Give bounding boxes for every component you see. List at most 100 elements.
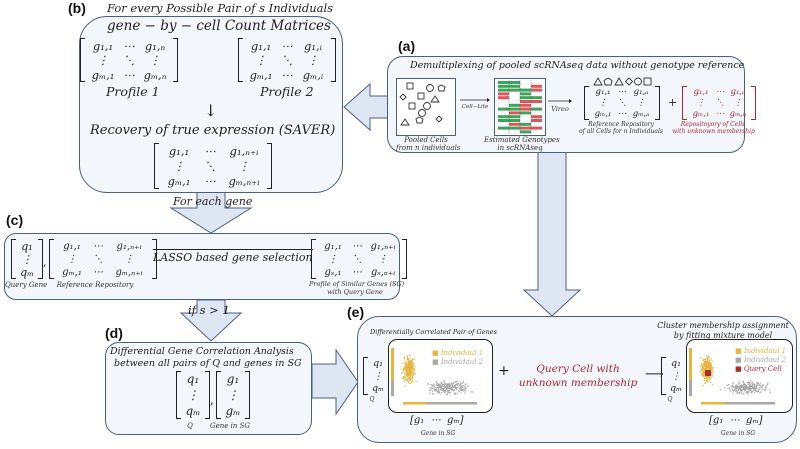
gene-in-sg-caption-left: Gene in SG xyxy=(420,430,456,437)
scatter-point-individual2 xyxy=(445,385,447,388)
gene-in-sg-caption-d: Gene in SG xyxy=(210,422,250,430)
scatter-point-individual2 xyxy=(464,383,467,386)
comma-d: , xyxy=(210,393,214,407)
scatter-point-individual2 xyxy=(459,384,461,386)
scatter-point-individual1 xyxy=(708,365,710,368)
scatter-point-individual2 xyxy=(444,391,447,393)
scatter-point-individual2 xyxy=(741,393,743,395)
scatter-point-individual2 xyxy=(465,388,467,390)
scatter-point-individual2 xyxy=(471,391,474,393)
cell-lite-label: Cell−Lite xyxy=(461,104,489,110)
scatter-points xyxy=(391,348,477,405)
scatter-point-individual1 xyxy=(413,370,415,372)
panel-e: Differentially Correlated Pair of Genes … xyxy=(357,316,797,443)
scatter-point-individual2 xyxy=(739,388,742,391)
scatter-point-individual1 xyxy=(411,375,413,378)
scatter-point-individual2 xyxy=(733,389,735,392)
comma: , xyxy=(43,256,47,269)
scatter-point-individual2 xyxy=(436,389,438,392)
scatter-point-individual1 xyxy=(411,361,413,364)
genotype-cell xyxy=(520,96,531,100)
genotype-cell xyxy=(520,130,531,134)
scatter-point-individual2 xyxy=(761,386,763,389)
scatter-point-individual1 xyxy=(410,374,412,376)
scatter-point-individual1 xyxy=(400,372,403,374)
scatter-point-individual2 xyxy=(730,385,732,387)
for-each-gene-label: For each gene xyxy=(173,195,253,208)
scatter-point-individual1 xyxy=(402,362,404,365)
scatter-point-individual1 xyxy=(412,369,414,371)
arrow-a-to-e xyxy=(522,151,582,317)
query-gene-vector: q₁⋮qₘ xyxy=(11,239,43,279)
scatter-point-individual2 xyxy=(439,388,441,390)
scatter-point-individual1 xyxy=(402,370,404,372)
scatter-point-individual1 xyxy=(406,356,409,358)
scatter-point-individual2 xyxy=(739,387,741,389)
scatter-point-individual2 xyxy=(457,386,459,389)
scatter-point-individual1 xyxy=(409,382,412,385)
scatter-point-individual2 xyxy=(727,384,730,386)
scatter-point-individual1 xyxy=(700,357,702,359)
scatter-point-individual2 xyxy=(442,383,444,385)
scatter-point-individual1 xyxy=(699,371,701,373)
scatter-point-individual2 xyxy=(729,387,731,389)
genotype-cell xyxy=(498,84,509,88)
scatter-point-individual1 xyxy=(404,361,406,364)
scatter-point-individual2 xyxy=(759,382,762,384)
scatter-point-individual2 xyxy=(760,391,762,393)
scatter-point-individual2 xyxy=(757,389,760,391)
scatter-point-individual2 xyxy=(760,385,762,388)
scatter-point-individual1 xyxy=(413,358,416,360)
scatter-point-individual2 xyxy=(447,388,449,390)
scatter-point-individual2 xyxy=(464,392,466,394)
scatter-point-individual2 xyxy=(756,391,758,393)
scatter-point-individual2 xyxy=(749,384,752,386)
scatter-point-individual1 xyxy=(710,364,713,366)
scatter-point-individual1 xyxy=(405,366,407,368)
query-cell-point xyxy=(705,370,711,376)
genotype-cell xyxy=(498,107,509,111)
genotype-cell xyxy=(498,115,509,119)
scatter-point-individual1 xyxy=(412,364,415,367)
arrow-d-to-e xyxy=(311,348,359,416)
genotype-cell xyxy=(520,103,531,107)
x-marginal-bar xyxy=(701,402,725,405)
scatter-point-individual2 xyxy=(756,382,758,385)
scatter-point-individual2 xyxy=(437,392,439,394)
scatter-point-individual1 xyxy=(702,368,705,370)
panel-c: q₁⋮qₘ , g₁,₁⋯g₁,ₙ₊ᵢ ⋮⋱⋮ gₘ,₁⋯gₘ,ₙ₊ᵢ Quer… xyxy=(4,233,407,300)
scatter-point-individual2 xyxy=(428,389,431,391)
plus-sign: + xyxy=(668,96,678,109)
scatter-point-individual1 xyxy=(410,363,412,365)
arrow-c-to-d xyxy=(179,299,243,342)
scatter-point-individual1 xyxy=(704,377,707,380)
scatter-point-individual2 xyxy=(727,387,729,390)
genotype-cell xyxy=(531,115,542,119)
scatter-point-individual2 xyxy=(765,387,767,389)
scatter-point-individual2 xyxy=(437,387,439,389)
genotype-cell xyxy=(509,115,520,119)
scatter-point-individual2 xyxy=(719,388,722,391)
scatter-point-individual2 xyxy=(769,391,771,394)
scatter-point-individual1 xyxy=(708,357,710,359)
scatter-point-individual2 xyxy=(756,387,758,390)
panel-a-title: Demultiplexing of pooled scRNAseq data w… xyxy=(410,60,745,71)
scatter-point-individual1 xyxy=(404,385,406,387)
scatter-point-individual2 xyxy=(438,383,440,385)
scatter-point-individual2 xyxy=(757,384,759,386)
scatter-point-individual2 xyxy=(767,382,769,384)
scatter-point-individual1 xyxy=(403,380,406,382)
scatter-point-individual2 xyxy=(440,388,442,391)
scatter-point-individual2 xyxy=(743,383,745,385)
scatter-point-individual1 xyxy=(707,357,709,360)
scatter-point-individual2 xyxy=(737,385,739,387)
scatter-point-individual2 xyxy=(731,388,733,391)
scatter-point-individual2 xyxy=(431,390,434,393)
scatter-point-individual2 xyxy=(459,381,462,383)
scatter-point-individual1 xyxy=(704,382,706,385)
scatter-point-individual2 xyxy=(747,391,750,394)
scatter-point-individual2 xyxy=(463,390,465,392)
scatter-point-individual1 xyxy=(404,373,406,376)
scatter-point-individual1 xyxy=(409,357,411,359)
